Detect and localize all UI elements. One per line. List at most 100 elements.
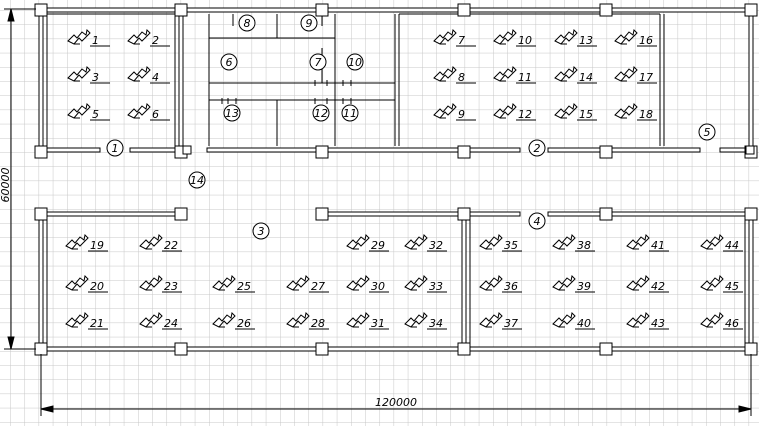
zone-circle-icon	[106, 139, 124, 157]
workstation[interactable]: 1	[67, 28, 110, 47]
workstation[interactable]: 36	[479, 274, 522, 293]
workstation[interactable]: 33	[404, 274, 447, 293]
workstation[interactable]: 23	[139, 274, 182, 293]
zone-circle-icon	[309, 53, 327, 71]
workstation-number: 13	[579, 34, 593, 47]
workstation[interactable]: 34	[404, 311, 447, 330]
workstation-number: 8	[458, 71, 465, 84]
workstation-number: 30	[371, 280, 385, 293]
workstation[interactable]: 43	[626, 311, 669, 330]
workstation-number: 34	[429, 317, 443, 330]
zone-number: 11	[343, 107, 357, 120]
workstation-icon	[346, 233, 370, 250]
workstation[interactable]: 4	[127, 65, 170, 84]
zone-marker: 11	[341, 104, 359, 122]
workstation-icon	[65, 311, 89, 328]
workstation[interactable]: 37	[479, 311, 522, 330]
zone-number: 1	[112, 142, 119, 155]
workstation-icon	[626, 233, 650, 250]
workstation-number: 6	[152, 108, 159, 121]
workstation[interactable]: 16	[614, 28, 657, 47]
workstation[interactable]: 8	[433, 65, 476, 84]
workstation-number: 32	[429, 239, 443, 252]
workstation-icon	[700, 274, 724, 291]
workstation[interactable]: 31	[346, 311, 389, 330]
workstation[interactable]: 27	[286, 274, 329, 293]
workstation[interactable]: 29	[346, 233, 389, 252]
zone-number: 2	[534, 142, 541, 155]
workstation[interactable]: 44	[700, 233, 743, 252]
column-square	[182, 145, 192, 155]
column-square	[457, 342, 471, 356]
zone-circle-icon	[528, 212, 546, 230]
workstation[interactable]: 45	[700, 274, 743, 293]
workstation-icon	[404, 233, 428, 250]
workstation-icon	[479, 233, 503, 250]
workstation-number: 38	[577, 239, 591, 252]
column-square	[599, 3, 613, 17]
workstation-number: 5	[92, 108, 99, 121]
workstation[interactable]: 18	[614, 102, 657, 121]
zone-circle-icon	[238, 14, 256, 32]
workstation[interactable]: 6	[127, 102, 170, 121]
workstation[interactable]: 19	[65, 233, 108, 252]
workstation-icon	[67, 28, 91, 45]
workstation[interactable]: 38	[552, 233, 595, 252]
workstation-icon	[493, 28, 517, 45]
workstation[interactable]: 35	[479, 233, 522, 252]
workstation-number: 42	[651, 280, 665, 293]
workstation[interactable]: 13	[554, 28, 597, 47]
workstation-number: 23	[164, 280, 178, 293]
workstation[interactable]: 11	[493, 65, 536, 84]
workstation-icon	[552, 233, 576, 250]
column-square	[315, 342, 329, 356]
workstation[interactable]: 39	[552, 274, 595, 293]
zone-circle-icon	[252, 222, 270, 240]
workstation[interactable]: 20	[65, 274, 108, 293]
column-square	[744, 342, 758, 356]
zone-marker: 8	[238, 14, 256, 32]
workstation-icon	[614, 28, 638, 45]
workstation[interactable]: 9	[433, 102, 476, 121]
column-square	[599, 342, 613, 356]
column-square	[744, 3, 758, 17]
workstation[interactable]: 41	[626, 233, 669, 252]
workstation-icon	[433, 28, 457, 45]
workstation-number: 39	[577, 280, 591, 293]
workstation[interactable]: 14	[554, 65, 597, 84]
workstation-icon	[552, 311, 576, 328]
workstation-icon	[479, 311, 503, 328]
workstation[interactable]: 26	[212, 311, 255, 330]
workstation-icon	[139, 233, 163, 250]
workstation[interactable]: 15	[554, 102, 597, 121]
workstation[interactable]: 12	[493, 102, 536, 121]
workstation[interactable]: 7	[433, 28, 476, 47]
workstation[interactable]: 25	[212, 274, 255, 293]
workstation[interactable]: 40	[552, 311, 595, 330]
workstation[interactable]: 28	[286, 311, 329, 330]
workstation[interactable]: 32	[404, 233, 447, 252]
workstation-number: 36	[504, 280, 518, 293]
zone-marker: 13	[223, 104, 241, 122]
workstation[interactable]: 17	[614, 65, 657, 84]
workstation[interactable]: 22	[139, 233, 182, 252]
wall-segment	[547, 211, 752, 217]
workstation-icon	[404, 311, 428, 328]
column-square	[457, 207, 471, 221]
zone-number: 12	[314, 107, 328, 120]
zone-circle-icon	[528, 139, 546, 157]
workstation-icon	[626, 274, 650, 291]
workstation[interactable]: 46	[700, 311, 743, 330]
workstation[interactable]: 30	[346, 274, 389, 293]
workstation[interactable]: 42	[626, 274, 669, 293]
workstation[interactable]: 2	[127, 28, 170, 47]
column-square	[315, 145, 329, 159]
workstation[interactable]: 5	[67, 102, 110, 121]
workstation[interactable]: 3	[67, 65, 110, 84]
workstation[interactable]: 10	[493, 28, 536, 47]
workstation[interactable]: 24	[139, 311, 182, 330]
workstation-icon	[127, 28, 151, 45]
workstation[interactable]: 21	[65, 311, 108, 330]
